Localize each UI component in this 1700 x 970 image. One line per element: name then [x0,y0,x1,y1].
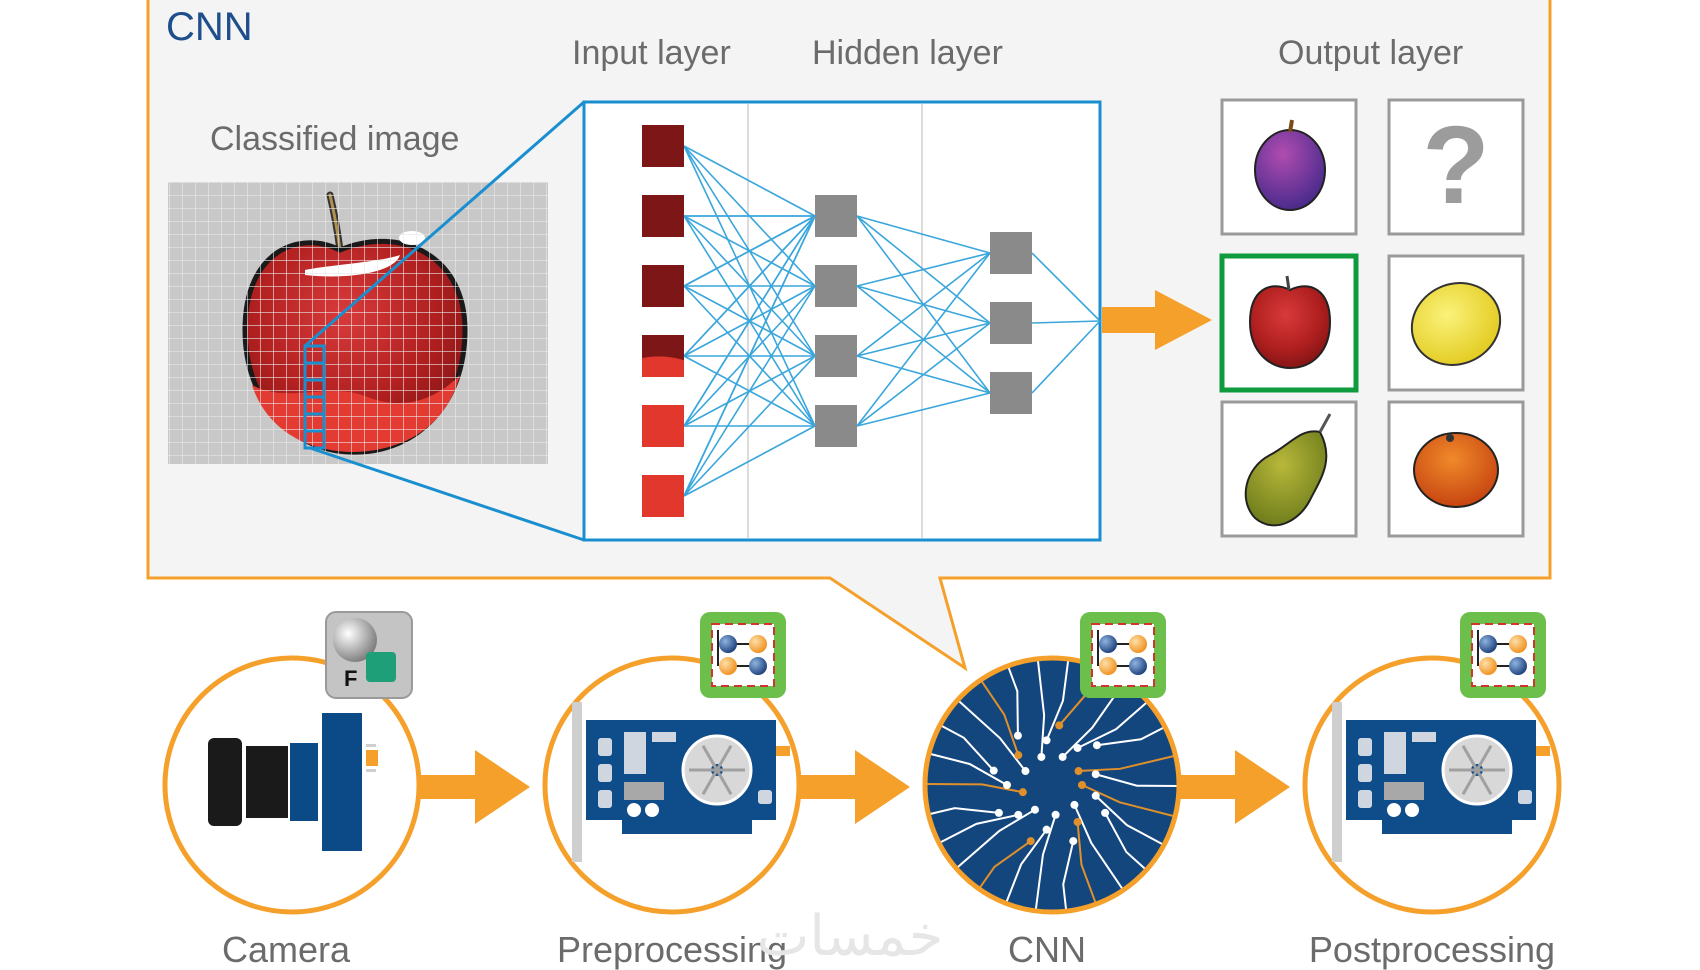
stage-label-camera: Camera [222,929,351,970]
network-nodes [642,125,1032,517]
question-mark-icon: ? [1422,104,1489,227]
edge-input-hidden1 [683,215,816,497]
pipeline-arrow-1 [420,750,530,824]
pipeline-stage-camera: F [162,611,422,915]
input-node [642,125,684,167]
watermark: خمسات [757,904,944,969]
zoom-line-top [304,100,585,348]
edge-input-hidden1 [683,355,816,497]
input-node [642,405,684,447]
edge-hidden1-hidden2 [856,252,991,287]
circuit-board-icon [925,658,1179,912]
output-cell-orange [1387,400,1525,538]
input-node [642,265,684,307]
edge-input-hidden1 [683,145,816,217]
camera-icon [208,713,378,851]
edge-hidden2-output [1031,320,1101,394]
orange-icon [1413,432,1499,508]
classified-image-label: Classified image [210,120,459,158]
pipeline-stage-preprocessing [542,612,802,915]
zoom-line-bottom [309,446,585,542]
output-cell-unknown: ? [1387,98,1525,236]
input-node [642,475,684,517]
edge-hidden1-hidden2 [856,215,991,254]
hidden2-node [990,232,1032,274]
hidden1-node [815,405,857,447]
hidden2-node [990,302,1032,344]
stage-label-cnn: CNN [1008,929,1086,970]
network-module-badge-icon [700,612,786,698]
hidden-layer-label: Hidden layer [812,34,1003,72]
output-cell-apple-selected [1219,253,1359,393]
pipeline-arrow-2 [800,750,910,824]
pipeline-stage-cnn [922,612,1182,915]
edge-hidden2-output [1031,320,1101,324]
pipeline-arrow-3 [1180,750,1290,824]
network-module-badge-icon [1080,612,1166,698]
edge-input-hidden1 [683,215,816,357]
input-node [642,195,684,237]
hidden1-node [815,335,857,377]
plum-icon [1254,129,1326,211]
stage-label-preprocessing: Preprocessing [557,929,787,970]
input-layer-label: Input layer [572,34,731,72]
output-layer-label: Output layer [1278,34,1463,72]
input-node-highlight [642,356,684,377]
network-edges [683,145,1101,497]
network-module-badge-icon [1460,612,1546,698]
svg-text:F: F [344,666,357,691]
edge-input-hidden1 [683,285,816,497]
edge-hidden1-hidden2 [856,252,991,427]
panel-title: CNN [166,5,253,49]
pear-icon [1244,430,1328,527]
gpu-card-icon [572,702,790,862]
camera-acquisition-badge-icon: F [325,611,413,699]
hidden1-node [815,195,857,237]
output-cell-plum [1220,98,1358,236]
output-cell-pear [1220,400,1358,538]
edge-hidden1-hidden2 [856,392,991,427]
edge-input-hidden1 [683,425,816,497]
lemon-icon [1410,282,1502,366]
to-output-arrow [1102,290,1212,350]
edge-hidden2-output [1031,252,1101,322]
gpu-card-icon [1332,702,1550,862]
output-cell-lemon [1387,254,1525,392]
hidden2-node [990,372,1032,414]
edge-hidden1-hidden2 [856,322,991,427]
hidden1-node [815,265,857,307]
output-grid: ? [1219,98,1525,538]
edge-hidden1-hidden2 [856,252,991,357]
apple-icon [1248,285,1332,370]
edge-input-hidden1 [683,215,816,287]
classified-image [168,182,548,464]
stage-label-postprocessing: Postprocessing [1309,929,1555,970]
edge-input-hidden1 [683,215,816,427]
pipeline-stage-postprocessing [1302,612,1562,915]
